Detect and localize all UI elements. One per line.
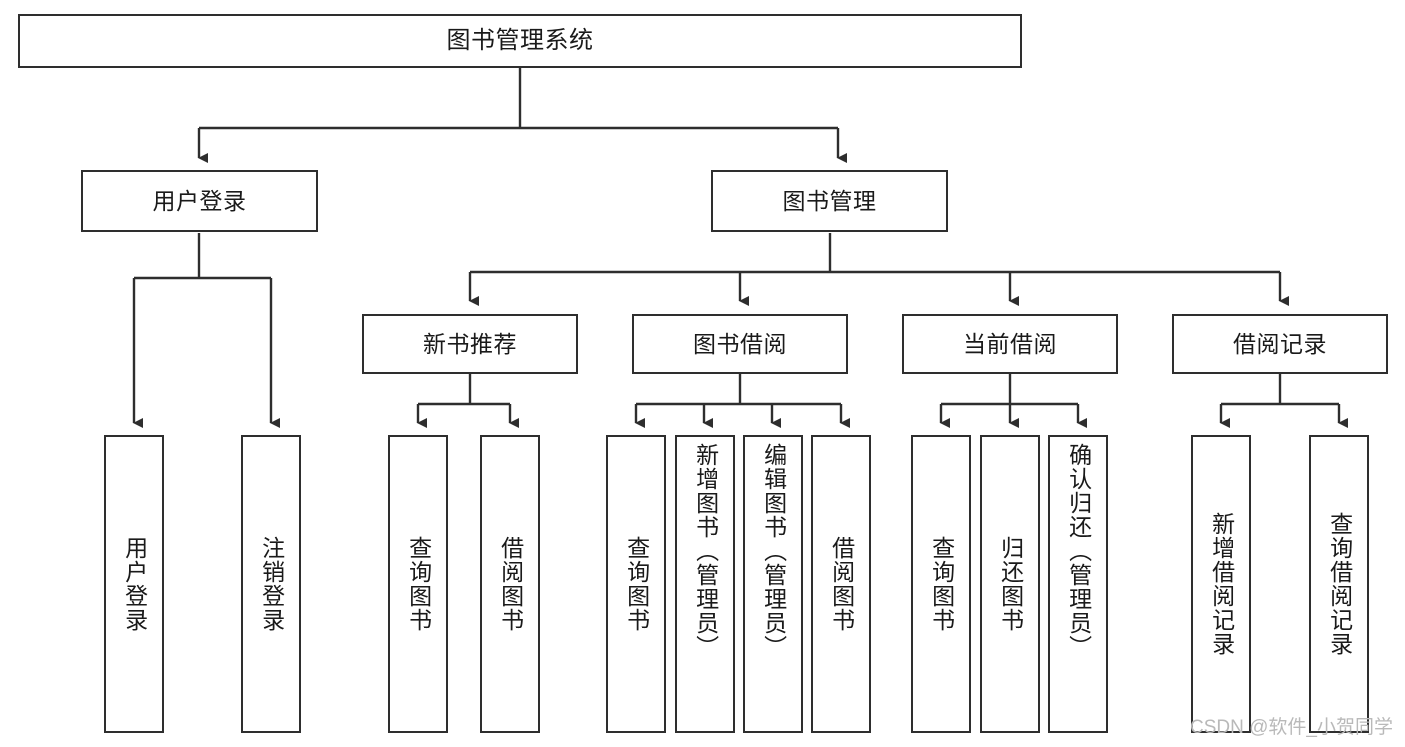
node-label: 编辑图书（管理员） [760, 443, 787, 659]
node-label: 借阅图书 [497, 536, 524, 632]
node-label: 当前借阅 [963, 330, 1057, 357]
node-label: 新增借阅记录 [1208, 512, 1235, 656]
node-label: 查询图书 [405, 536, 432, 632]
node-book-management[interactable]: 图书管理 [711, 170, 948, 232]
node-label: 查询图书 [928, 536, 955, 632]
node-label: 新书推荐 [423, 330, 517, 357]
leaf-user-login-logout[interactable]: 注销登录 [241, 435, 301, 733]
node-label: 查询借阅记录 [1326, 512, 1353, 656]
node-borrow-record[interactable]: 借阅记录 [1172, 314, 1388, 374]
node-label: 图书借阅 [693, 330, 787, 357]
node-label: 确认归还（管理员） [1065, 443, 1092, 659]
node-label: 借阅图书 [828, 536, 855, 632]
node-label: 借阅记录 [1233, 330, 1327, 357]
leaf-new-book-query[interactable]: 查询图书 [388, 435, 448, 733]
node-user-login[interactable]: 用户登录 [81, 170, 318, 232]
leaf-book-borrow-edit-admin[interactable]: 编辑图书（管理员） [743, 435, 803, 733]
node-label: 用户登录 [152, 187, 247, 214]
leaf-user-login-login[interactable]: 用户登录 [104, 435, 164, 733]
node-label: 用户登录 [121, 536, 148, 632]
leaf-current-borrow-confirm-admin[interactable]: 确认归还（管理员） [1048, 435, 1108, 733]
leaf-borrow-record-query[interactable]: 查询借阅记录 [1309, 435, 1369, 733]
leaf-book-borrow-add-admin[interactable]: 新增图书（管理员） [675, 435, 735, 733]
node-current-borrow[interactable]: 当前借阅 [902, 314, 1118, 374]
node-label: 查询图书 [623, 536, 650, 632]
leaf-new-book-borrow[interactable]: 借阅图书 [480, 435, 540, 733]
node-root-book-management-system[interactable]: 图书管理系统 [18, 14, 1022, 68]
leaf-current-borrow-return[interactable]: 归还图书 [980, 435, 1040, 733]
leaf-borrow-record-add[interactable]: 新增借阅记录 [1191, 435, 1251, 733]
node-label: 图书管理 [782, 187, 877, 214]
node-label: 归还图书 [997, 536, 1024, 632]
leaf-book-borrow-borrow[interactable]: 借阅图书 [811, 435, 871, 733]
node-label: 新增图书（管理员） [692, 443, 719, 659]
node-label: 注销登录 [258, 536, 285, 632]
node-new-book-recommend[interactable]: 新书推荐 [362, 314, 578, 374]
node-book-borrow[interactable]: 图书借阅 [632, 314, 848, 374]
leaf-book-borrow-query[interactable]: 查询图书 [606, 435, 666, 733]
node-label: 图书管理系统 [446, 27, 594, 55]
csdn-watermark: CSDN @软件_小贺同学 [1190, 717, 1393, 738]
leaf-current-borrow-query[interactable]: 查询图书 [911, 435, 971, 733]
